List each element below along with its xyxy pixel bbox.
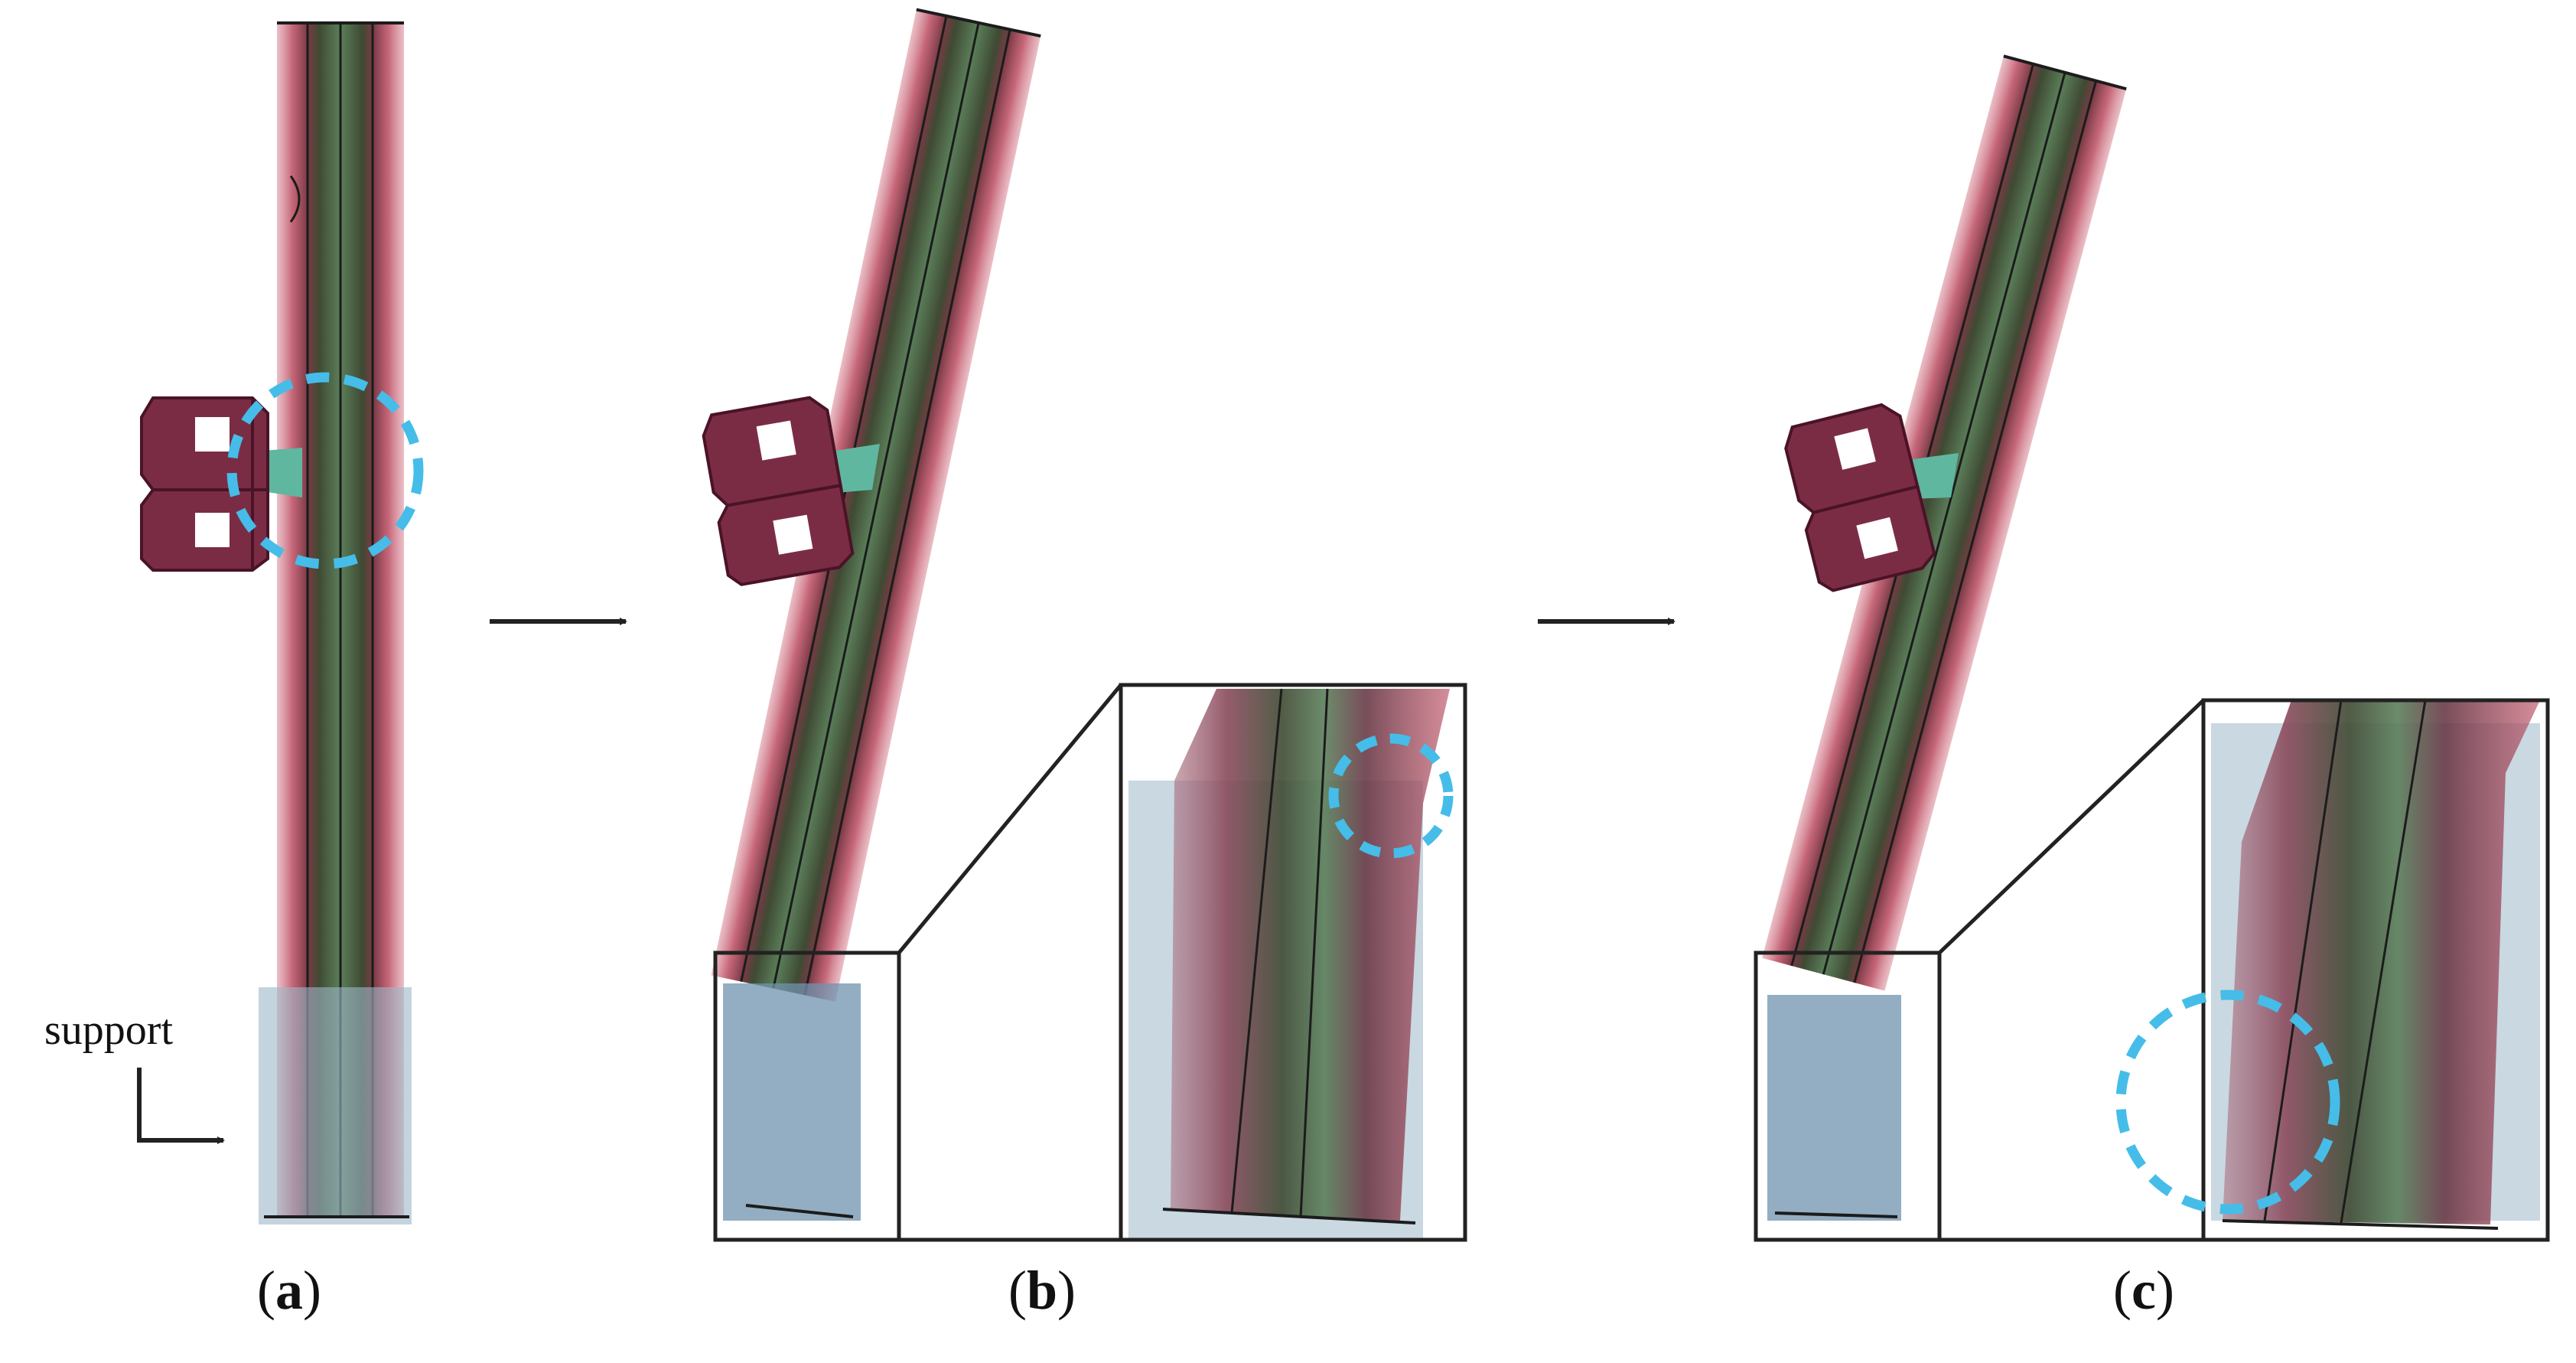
connector-c: [1909, 453, 1959, 499]
panel-a: [137, 21, 424, 1224]
support-block-c: [1767, 995, 1901, 1221]
inset-box-b: [713, 951, 901, 1242]
caption-open: (: [2113, 1260, 2131, 1321]
caption-open: (: [257, 1260, 275, 1321]
support-block-b: [723, 983, 861, 1221]
highlight-circle-a: [226, 372, 424, 569]
gripper-b: [702, 396, 855, 586]
highlight-circle-c: [2115, 990, 2340, 1215]
panel-caption-b: (b): [1008, 1263, 1076, 1318]
bent-arrow-icon: [137, 1068, 225, 1144]
highlight-circle-b: [1328, 733, 1454, 859]
caption-close: ): [2155, 1260, 2174, 1321]
gripper-a: [140, 396, 269, 572]
caption-open: (: [1008, 1260, 1027, 1321]
panel-caption-a: (a): [257, 1263, 321, 1318]
inset-box-c: [1754, 951, 1942, 1242]
panel-b: [702, 8, 1467, 1242]
caption-letter-a: a: [275, 1260, 303, 1321]
gripper-c: [1784, 403, 1936, 592]
panel-c: [1754, 54, 2550, 1242]
caption-close: ): [1057, 1260, 1076, 1321]
zoom-view-c: [2115, 698, 2550, 1242]
zoom-view-b: [1119, 683, 1467, 1242]
support-label: support: [44, 1006, 173, 1054]
caption-close: ): [302, 1260, 321, 1321]
panel-caption-c: (c): [2113, 1263, 2174, 1318]
bar-c: [1762, 54, 2127, 991]
caption-letter-b: b: [1026, 1260, 1058, 1321]
caption-letter-c: c: [2131, 1260, 2156, 1321]
support-block-a: [259, 987, 412, 1224]
